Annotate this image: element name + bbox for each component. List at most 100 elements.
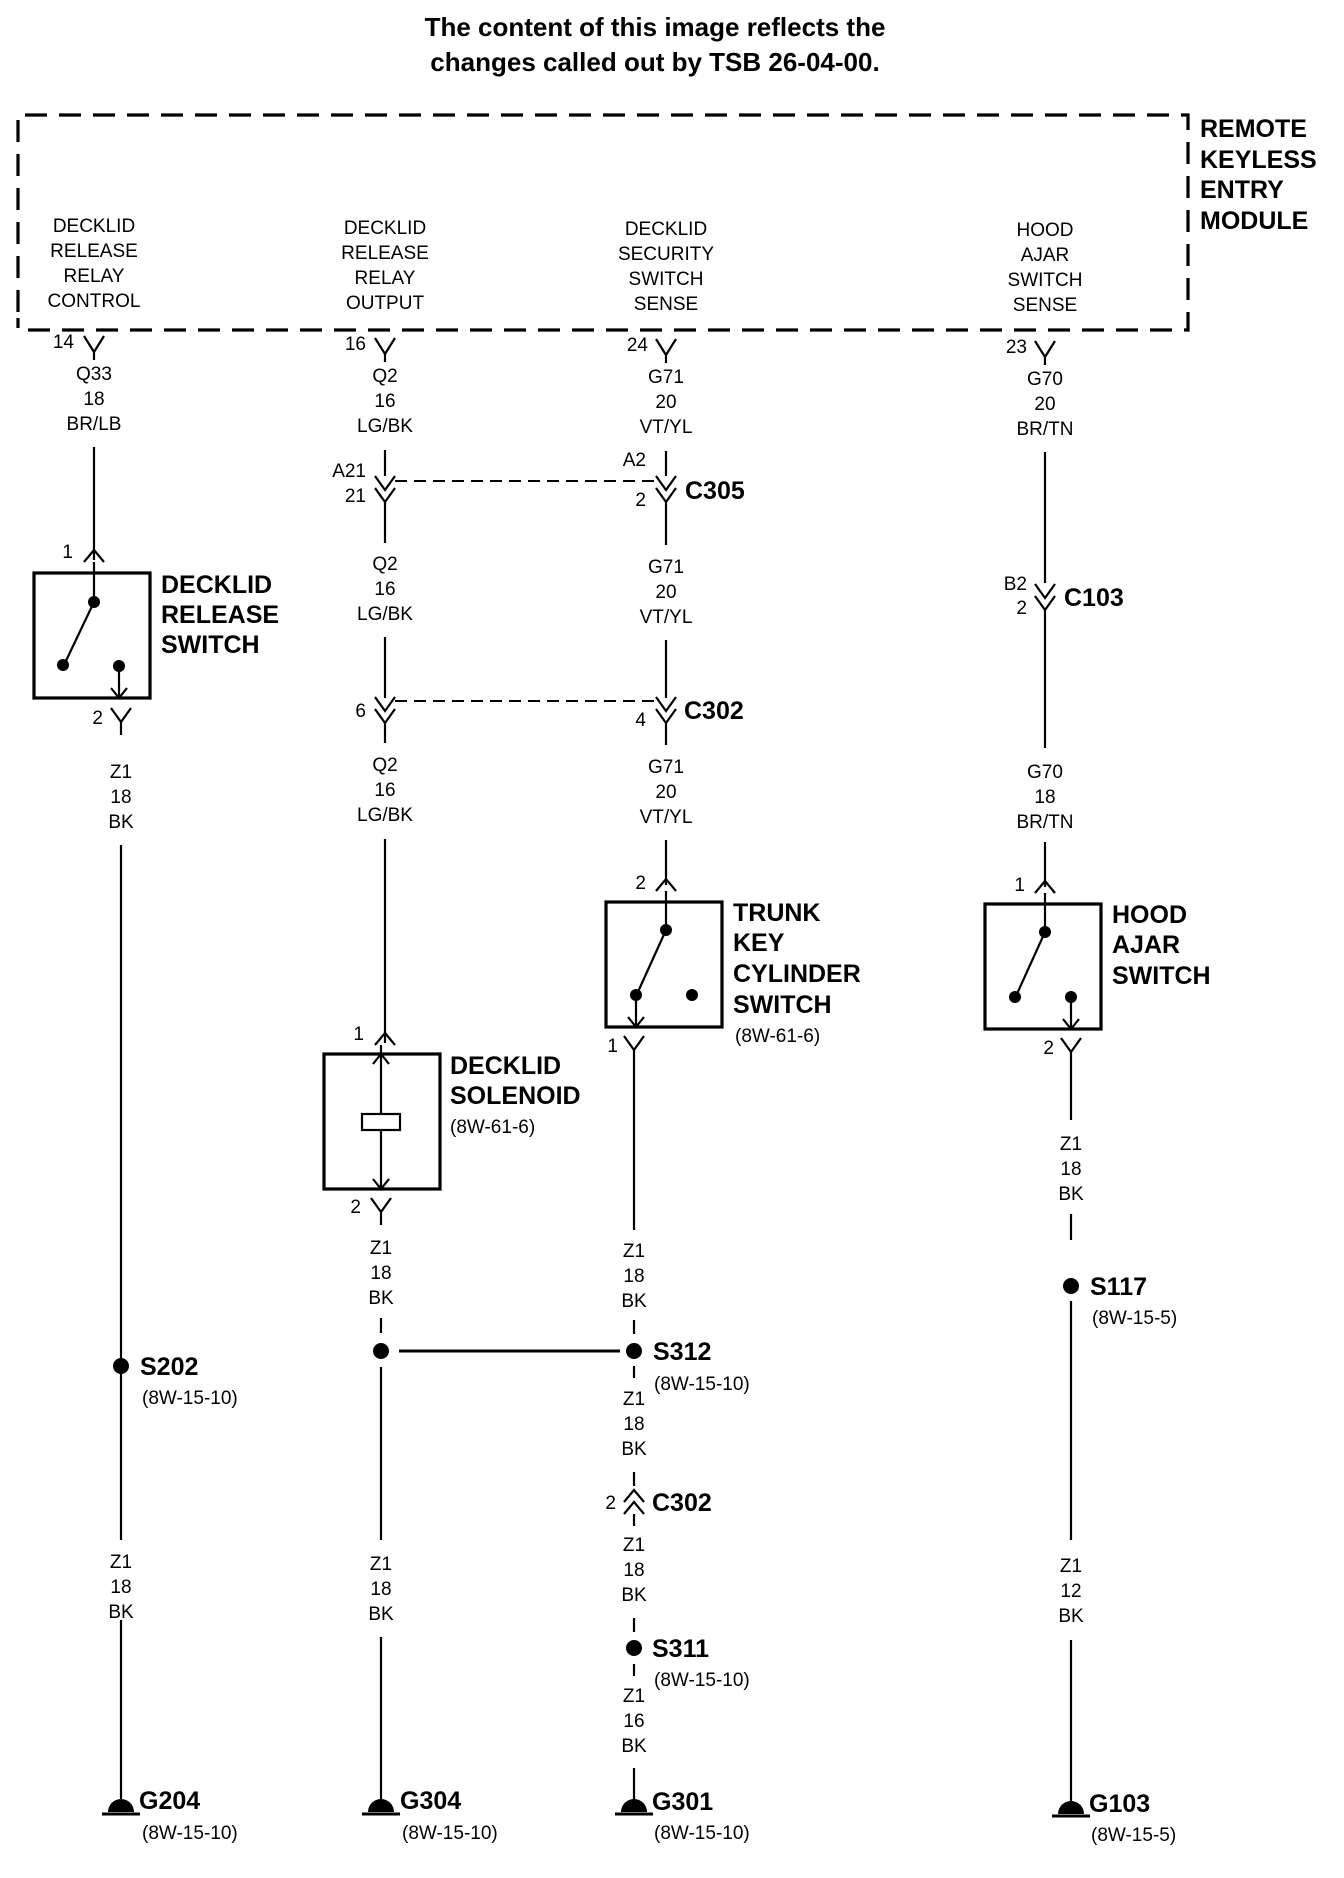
- module-pin-decklid-release-relay-control: DECKLID RELEASE RELAY CONTROL: [48, 216, 141, 312]
- wire-label: Z1: [110, 1552, 132, 1573]
- tsb-note-line1: The content of this image reflects the: [425, 12, 886, 42]
- component-label: HOOD: [1112, 901, 1187, 929]
- wire-label: G70: [1027, 369, 1063, 390]
- ground-icon: [621, 1799, 647, 1812]
- pin-label-line: SWITCH: [1008, 270, 1083, 291]
- ground-ref: (8W-15-10): [402, 1823, 498, 1844]
- pin-2: 2: [92, 708, 103, 729]
- cavity-14: 14: [53, 332, 75, 353]
- inline-connector-icon: [655, 475, 677, 504]
- pin-label-line: DECKLID: [53, 216, 135, 237]
- splice-s311: S311 (8W-15-10): [652, 1635, 750, 1691]
- solenoid-coil-icon: [360, 1112, 402, 1132]
- inline-connector-icon: [623, 1488, 645, 1515]
- wire-label: VT/YL: [640, 607, 693, 628]
- component-label: SOLENOID: [450, 1082, 581, 1110]
- component-label: KEY: [733, 929, 785, 957]
- female-terminal-icon: [655, 338, 677, 363]
- cavity-23: 23: [1006, 337, 1027, 358]
- pin-label-line: DECKLID: [625, 219, 707, 240]
- switch-contact-icon: [1009, 991, 1021, 1003]
- component-label: AJAR: [1112, 931, 1180, 959]
- wire-label: 16: [374, 391, 395, 412]
- wire-label: Z1: [1060, 1134, 1082, 1155]
- ground-icon: [368, 1799, 394, 1812]
- wire-label: G70: [1027, 762, 1063, 783]
- pin-label-line: SECURITY: [618, 244, 714, 265]
- arrow-up-icon: [372, 1052, 390, 1065]
- wire-label: G71: [648, 557, 684, 578]
- ground-icon: [1058, 1801, 1084, 1814]
- switch-blade-icon: [1014, 931, 1047, 997]
- component-label: SWITCH: [1112, 962, 1211, 990]
- circuit-z1-col3: 1 Z1 18 BK Z1 18 BK 2 C302 Z1 18 BK Z1 1…: [605, 1035, 712, 1800]
- circuit-z1-col2: 2 Z1 18 BK Z1 18 BK: [350, 1197, 620, 1800]
- switch-blade-icon: [63, 601, 95, 666]
- wire-label: BK: [621, 1291, 647, 1312]
- pin-label-line: DECKLID: [344, 218, 426, 239]
- ground-name: G204: [139, 1787, 200, 1815]
- male-terminal-icon: [655, 877, 677, 892]
- pin-label-line: RELAY: [355, 268, 416, 289]
- wire-label: 18: [623, 1414, 644, 1435]
- module-pin-decklid-security-switch-sense: DECKLID SECURITY SWITCH SENSE: [618, 219, 714, 315]
- male-terminal-icon: [374, 1031, 396, 1046]
- ground-g204: G204 (8W-15-10): [102, 1787, 238, 1844]
- wire-label: G71: [648, 757, 684, 778]
- component-label: RELEASE: [161, 601, 279, 629]
- component-label: DECKLID: [450, 1052, 561, 1080]
- splice-name: S202: [140, 1353, 198, 1381]
- wire-label: BK: [621, 1585, 647, 1606]
- wire-label: 20: [655, 782, 676, 803]
- wire-label: Z1: [623, 1535, 645, 1556]
- wire-label: 16: [623, 1711, 644, 1732]
- splice-dot-icon: [626, 1640, 642, 1656]
- wire-label: BK: [621, 1736, 647, 1757]
- splice-ref: (8W-15-10): [142, 1388, 238, 1409]
- inline-connector-icon: [374, 475, 396, 504]
- female-terminal-icon: [1060, 1037, 1082, 1065]
- wire-label: Z1: [623, 1389, 645, 1410]
- splice-dot-icon: [626, 1343, 642, 1359]
- splice-dot-icon: [113, 1358, 129, 1374]
- pin-1: 1: [607, 1036, 618, 1057]
- circuit-z1-col4: 2 Z1 18 BK Z1 12 BK: [1043, 1037, 1084, 1802]
- switch-contact-icon: [686, 989, 698, 1001]
- pin-2: 2: [635, 873, 646, 894]
- arrow-down-icon: [1062, 1018, 1080, 1031]
- female-terminal-icon: [370, 1197, 392, 1225]
- module-name-line3: ENTRY: [1200, 176, 1284, 204]
- decklid-solenoid: DECKLID SOLENOID (8W-61-6): [322, 1045, 581, 1191]
- circuit-z1-col1: 2 Z1 18 BK Z1 18 BK: [92, 707, 134, 1800]
- wire-label: Q2: [372, 755, 397, 776]
- wire-label: Z1: [1060, 1556, 1082, 1577]
- pin-label-line: SENSE: [634, 294, 698, 315]
- arrow-down-icon: [110, 687, 128, 700]
- wire-label: BR/TN: [1017, 812, 1074, 833]
- pin-2: 2: [635, 490, 646, 511]
- pin-label-line: RELEASE: [341, 243, 429, 264]
- ground-name: G103: [1089, 1790, 1150, 1818]
- remote-keyless-entry-module: REMOTE KEYLESS ENTRY MODULE DECKLID RELE…: [16, 113, 1317, 365]
- arrow-down-icon: [627, 1016, 645, 1029]
- ground-g304: G304 (8W-15-10): [362, 1787, 498, 1844]
- splice-name: S117: [1090, 1273, 1147, 1301]
- pin-a21: A21: [332, 461, 366, 482]
- ground-name: G304: [400, 1787, 461, 1815]
- male-terminal-icon: [83, 548, 105, 563]
- cavity-24: 24: [627, 335, 649, 356]
- splice-ref: (8W-15-10): [654, 1374, 750, 1395]
- circuit-q2: Q2 16 LG/BK A21 21 Q2 16 LG/BK 6 Q2 16 L…: [332, 366, 413, 1046]
- pin-b2: B2: [1004, 574, 1027, 595]
- switch-blade-icon: [635, 929, 668, 995]
- female-terminal-icon: [1034, 340, 1056, 365]
- wire-label: Z1: [110, 762, 132, 783]
- component-ref: (8W-61-6): [450, 1117, 535, 1138]
- splice-s312: S312 (8W-15-10): [653, 1338, 750, 1395]
- wire-label: Q2: [372, 554, 397, 575]
- wire-label: 16: [374, 780, 395, 801]
- pin-label-line: AJAR: [1021, 245, 1070, 266]
- wire-label: 16: [374, 579, 395, 600]
- wire-label: 12: [1060, 1581, 1081, 1602]
- pin-label-line: SENSE: [1013, 295, 1077, 316]
